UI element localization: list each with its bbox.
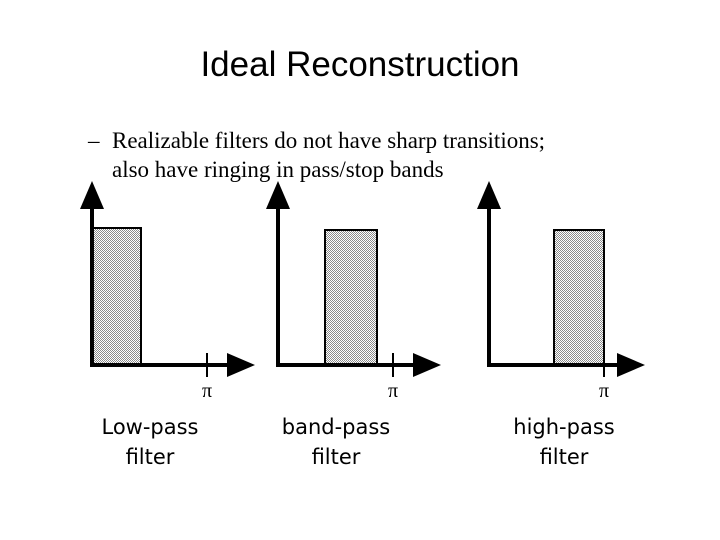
- page-title: Ideal Reconstruction: [200, 45, 520, 84]
- chart-highpass-caption: high-pass filter: [474, 412, 654, 472]
- bullet-text-line-2: also have ringing in pass/stop bands: [112, 157, 444, 182]
- chart-highpass-caption-line-2: filter: [539, 445, 589, 469]
- bullet-dash-marker: –: [88, 128, 100, 153]
- chart-bandpass-pi-label: π: [387, 380, 399, 402]
- chart-lowpass: [80, 181, 255, 377]
- chart-highpass-pi-label: π: [598, 380, 610, 402]
- chart-bandpass-caption: band-pass filter: [246, 412, 426, 472]
- chart-lowpass-caption-line-2: filter: [125, 445, 175, 469]
- chart-lowpass-caption: Low-pass filter: [60, 412, 240, 472]
- bullet-block: –Realizable filters do not have sharp tr…: [88, 126, 668, 185]
- bullet-line-1: –Realizable filters do not have sharp tr…: [88, 126, 668, 155]
- chart-highpass-caption-line-1: high-pass: [513, 415, 615, 439]
- chart-lowpass-pi-label: π: [201, 380, 213, 402]
- chart-highpass-passband-rect: [553, 229, 605, 366]
- chart-lowpass-caption-line-1: Low-pass: [101, 415, 199, 439]
- chart-highpass: [477, 181, 645, 377]
- chart-bandpass-caption-line-1: band-pass: [281, 415, 391, 439]
- chart-bandpass-passband-rect: [324, 229, 378, 366]
- bullet-text-line-1: Realizable filters do not have sharp tra…: [112, 128, 546, 153]
- chart-bandpass-caption-line-2: filter: [311, 445, 361, 469]
- chart-bandpass: [266, 181, 441, 377]
- chart-lowpass-passband-rect: [91, 227, 142, 366]
